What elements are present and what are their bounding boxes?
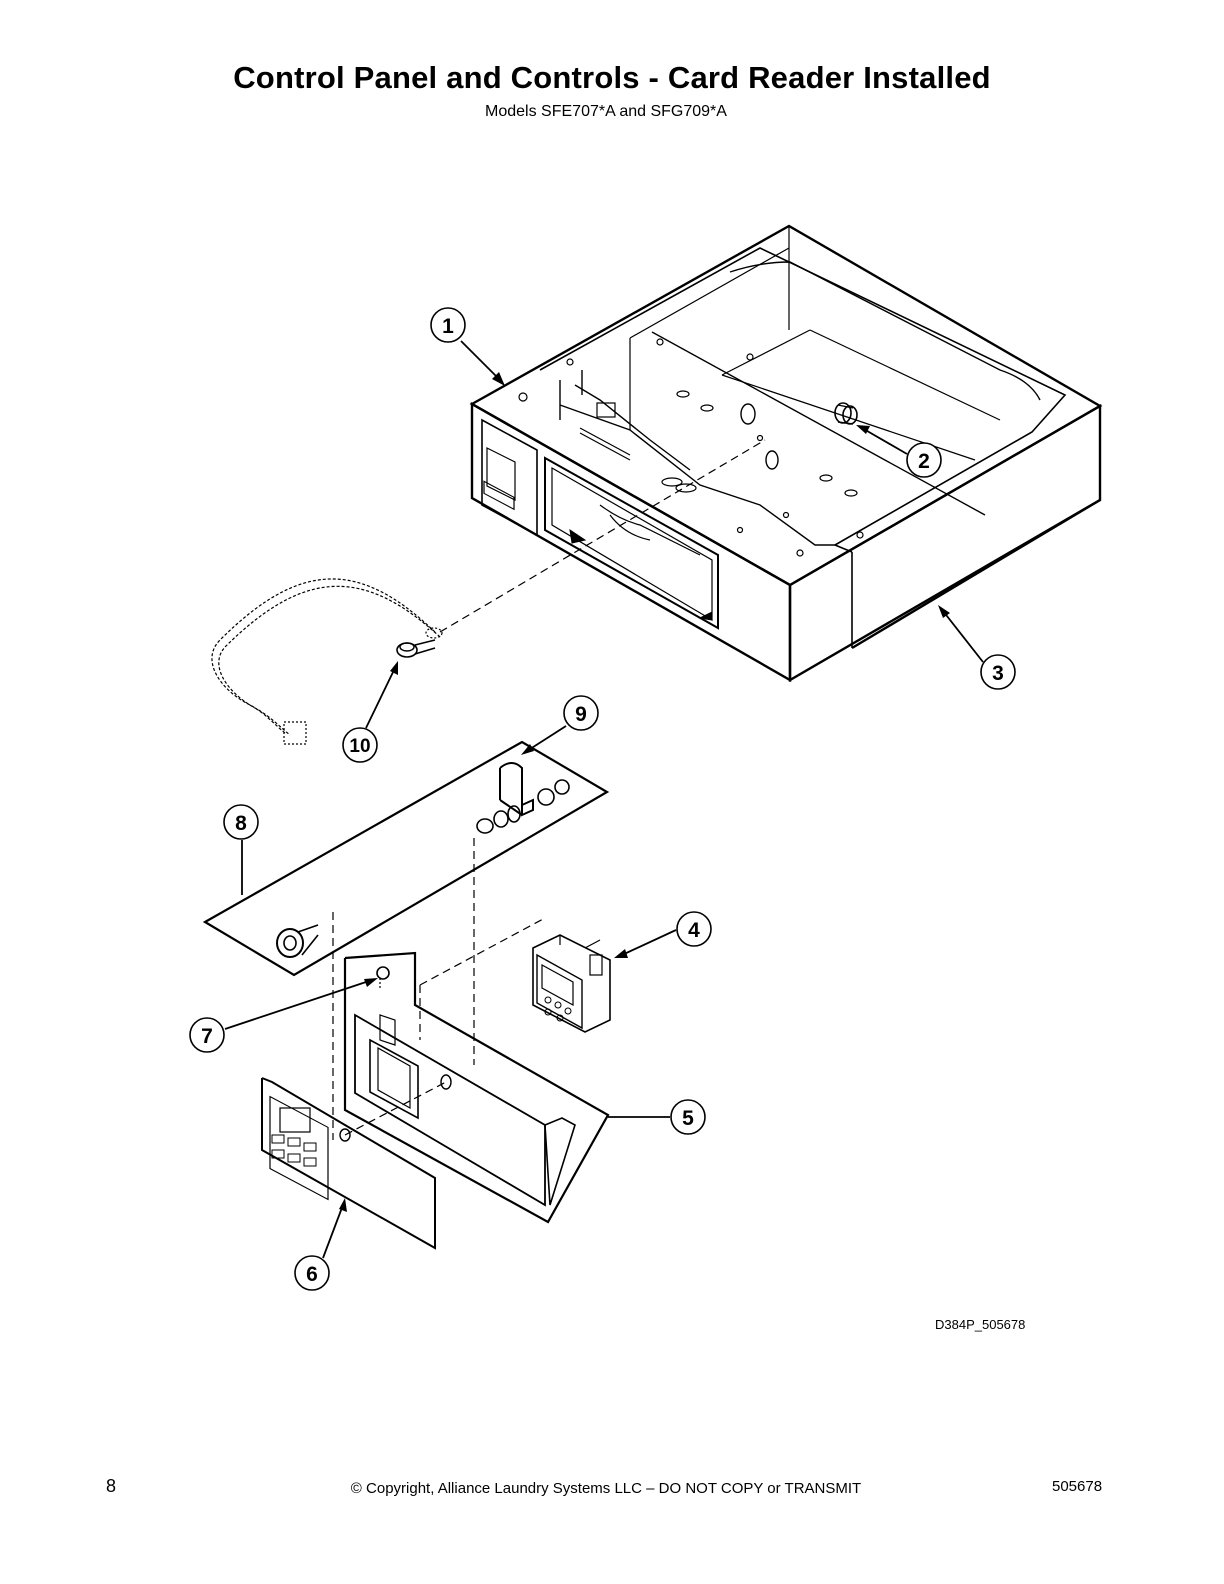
latch-assembly	[476, 762, 570, 834]
page-subtitle: Models SFE707*A and SFG709*A	[485, 103, 727, 120]
callout-3-label: 3	[992, 662, 1004, 685]
page-number: 8	[106, 1476, 117, 1496]
callout-8: 8	[223, 804, 259, 840]
grommet-fitting	[834, 402, 858, 425]
document-number: 505678	[1052, 1478, 1103, 1495]
copyright-notice: © Copyright, Alliance Laundry Systems LL…	[350, 1480, 862, 1497]
control-board	[532, 934, 611, 1033]
callout-5: 5	[670, 1099, 706, 1135]
leader-lines	[224, 340, 984, 1259]
callout-9-label: 9	[575, 703, 587, 726]
callout-2-label: 2	[918, 450, 930, 473]
callout-5-label: 5	[682, 1107, 694, 1130]
callout-8-label: 8	[235, 812, 247, 835]
callout-7-label: 7	[201, 1025, 213, 1048]
callout-6: 6	[294, 1255, 330, 1291]
callout-2: 2	[906, 442, 942, 478]
callout-7: 7	[189, 1017, 225, 1053]
callout-4: 4	[676, 911, 712, 947]
callout-9: 9	[563, 695, 599, 731]
wire-harness	[211, 578, 443, 745]
callout-6-label: 6	[306, 1263, 318, 1286]
callout-10-label: 10	[349, 736, 370, 757]
callout-10: 10	[342, 727, 378, 763]
drawing-id: D384P_505678	[935, 1317, 1026, 1332]
control-panel-tray	[469, 224, 1103, 683]
overlay-label	[261, 1077, 436, 1250]
page-title: Control Panel and Controls - Card Reader…	[233, 60, 991, 95]
callout-4-label: 4	[688, 919, 700, 942]
mounting-plate	[202, 740, 610, 977]
screw	[396, 639, 436, 658]
callout-3: 3	[980, 654, 1016, 690]
display-bezel	[343, 951, 610, 1224]
callout-1-label: 1	[442, 315, 454, 338]
assembly-lines	[332, 439, 766, 1140]
small-screw	[376, 966, 390, 990]
callout-1: 1	[430, 307, 466, 343]
